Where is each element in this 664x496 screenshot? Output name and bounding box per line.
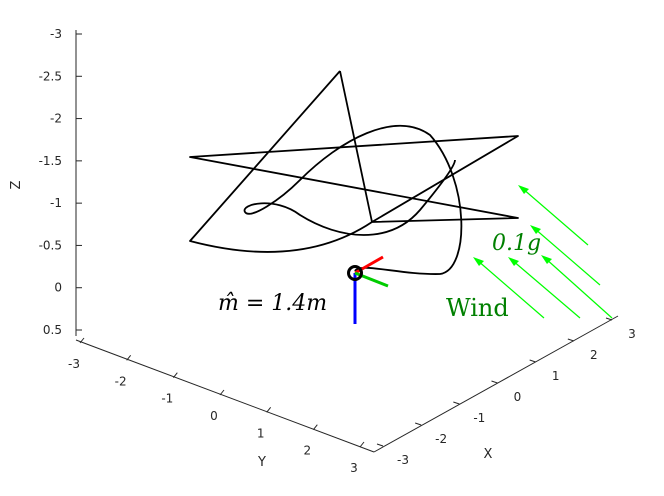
y-tick-mark: [312, 424, 318, 430]
z-tick-label: -2: [50, 112, 62, 126]
wind-arrow: [518, 185, 589, 246]
body-x-axis: [354, 255, 384, 275]
x-tick-label: 1: [552, 369, 560, 383]
x-tick-mark: [453, 401, 460, 405]
x-tick-label: 0: [514, 390, 522, 404]
wind-arrow: [473, 257, 545, 319]
z-ticks: -3 -2.5 -2 -1.5 -1 -0.5 0 0.5: [39, 27, 82, 337]
y-tick-label: 1: [257, 426, 265, 440]
wind-arrow: [530, 225, 601, 286]
wind-label: Wind: [446, 294, 509, 322]
mass-estimate-label: m̂ = 1.4m: [218, 291, 327, 316]
y-tick-mark: [219, 389, 225, 396]
y-tick-mark: [266, 407, 272, 413]
x-tick-label: -2: [435, 432, 447, 446]
x-tick-label: 2: [590, 348, 598, 362]
wind-arrow: [508, 257, 581, 319]
vehicle-marker: [347, 265, 363, 281]
y-tick-label: 3: [350, 461, 358, 475]
x-axis: -3 -2 -1 0 1 2 3 X: [373, 315, 636, 467]
wind-arrows: [473, 185, 613, 319]
z-tick-label: -1: [50, 196, 62, 210]
x-axis-line: [373, 315, 619, 453]
x-tick-label: -3: [397, 453, 409, 467]
x-axis-title: X: [484, 447, 493, 462]
vehicle-frame: [347, 255, 389, 324]
y-tick-label: -1: [161, 392, 173, 406]
y-axis-title: Y: [257, 455, 266, 470]
wind-magnitude-label: 0.1g: [492, 231, 541, 256]
x-tick-mark: [415, 422, 422, 426]
y-ticks: -3 -2 -1 0 1 2 3: [68, 337, 365, 475]
z-tick-label: -0.5: [39, 238, 62, 252]
y-tick-label: -3: [68, 357, 80, 371]
y-tick-label: 0: [210, 409, 218, 423]
y-tick-mark: [359, 441, 365, 448]
y-tick-label: -2: [115, 374, 127, 388]
z-tick-label: 0: [54, 281, 62, 295]
y-tick-mark: [79, 337, 85, 344]
x-tick-mark: [529, 359, 536, 363]
y-axis: -3 -2 -1 0 1 2 3 Y: [68, 337, 375, 475]
x-tick-label: 3: [628, 327, 636, 341]
z-tick-label: -2.5: [39, 69, 62, 83]
trajectory-curve: [243, 125, 463, 275]
z-axis-title: Z: [9, 180, 24, 189]
x-tick-mark: [376, 443, 384, 447]
y-tick-label: 2: [304, 444, 312, 458]
z-tick-label: -3: [50, 27, 62, 41]
z-tick-label: 0.5: [43, 323, 62, 337]
y-axis-line: [75, 339, 375, 453]
y-tick-mark: [172, 372, 178, 378]
x-tick-mark: [567, 338, 574, 342]
y-tick-mark: [126, 355, 132, 361]
wind-arrow: [541, 255, 613, 319]
z-tick-label: -1.5: [39, 154, 62, 168]
trajectory-polygon: [189, 70, 519, 253]
x-ticks: -3 -2 -1 0 1 2 3: [376, 317, 636, 467]
z-axis: -3 -2.5 -2 -1.5 -1 -0.5 0 0.5 Z: [9, 27, 82, 337]
x-tick-label: -1: [473, 411, 485, 425]
x-tick-mark: [491, 380, 498, 384]
x-tick-mark: [605, 317, 613, 321]
